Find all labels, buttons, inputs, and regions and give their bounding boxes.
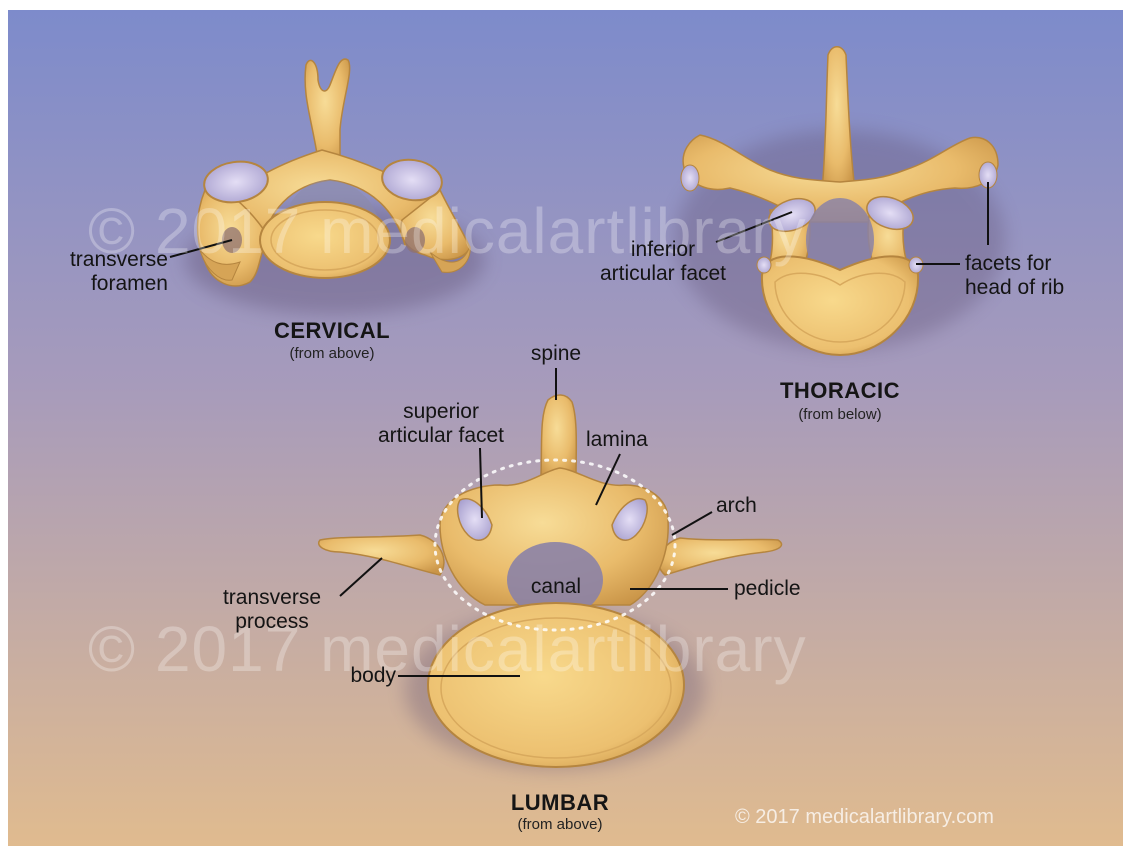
- cervical-view: (from above): [242, 345, 422, 362]
- label-canal: canal: [516, 575, 596, 599]
- credit-text: © 2017 medicalartlibrary.com: [735, 806, 994, 829]
- label-transverse-foramen: transverse foramen: [40, 248, 168, 296]
- label-superior-articular-facet: superior articular facet: [356, 400, 526, 448]
- thoracic-view: (from below): [750, 406, 930, 423]
- label-lamina: lamina: [586, 428, 686, 452]
- label-line-1: transverse: [210, 586, 334, 610]
- label-inferior-articular-facet: inferior articular facet: [588, 238, 738, 286]
- label-facets-head-of-rib: facets for head of rib: [965, 252, 1105, 300]
- label-line-2: head of rib: [965, 276, 1105, 300]
- lumbar-title: LUMBAR: [470, 790, 650, 816]
- label-line-2: foramen: [40, 272, 168, 296]
- cervical-title: CERVICAL: [242, 318, 422, 344]
- label-body: body: [320, 664, 396, 688]
- thoracic-title: THORACIC: [750, 378, 930, 404]
- label-line-2: process: [210, 610, 334, 634]
- watermark-lower: © 2017 medicalartlibrary: [88, 612, 807, 686]
- label-spine: spine: [516, 342, 596, 366]
- label-arch: arch: [716, 494, 786, 518]
- label-line-1: transverse: [40, 248, 168, 272]
- label-pedicle: pedicle: [734, 577, 834, 601]
- label-line-1: facets for: [965, 252, 1105, 276]
- label-transverse-process: transverse process: [210, 586, 334, 634]
- label-line-1: superior: [356, 400, 526, 424]
- label-line-2: articular facet: [356, 424, 526, 448]
- label-line-2: articular facet: [588, 262, 738, 286]
- label-line-1: inferior: [588, 238, 738, 262]
- lumbar-view: (from above): [470, 816, 650, 833]
